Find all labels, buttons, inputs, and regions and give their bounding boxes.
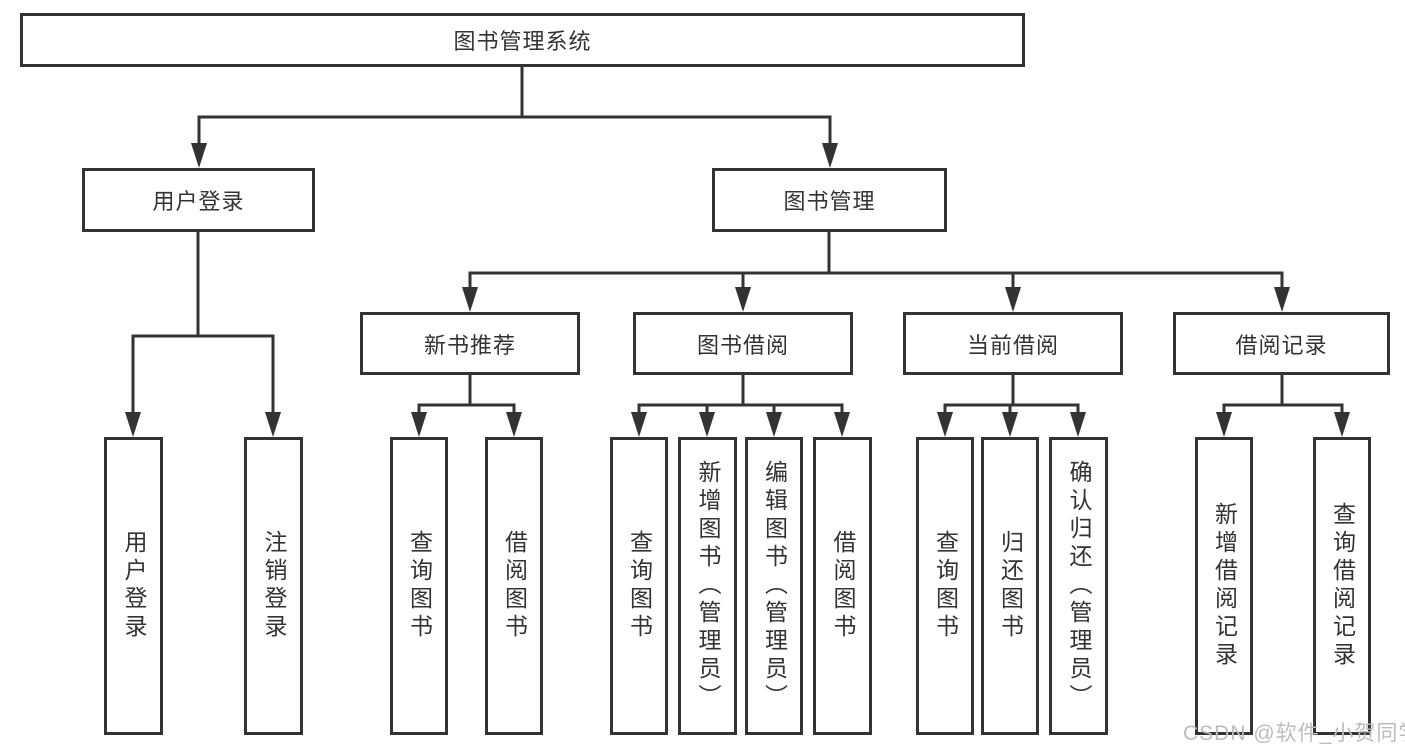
node-leaf-query-books-current: 查询图书: [916, 437, 974, 735]
leaf-label: 归还图书: [997, 530, 1024, 642]
leaf-label: 用户登录: [121, 530, 147, 642]
leaf-label: 查询图书: [932, 530, 959, 642]
node-leaf-borrow-books-recommend: 借阅图书: [485, 437, 543, 735]
node-root-label: 图书管理系统: [453, 29, 592, 54]
node-leaf-query-books-recommend: 查询图书: [390, 437, 448, 735]
leaf-label: 注销登录: [261, 530, 287, 642]
leaf-label: 确认归还（管理员）: [1066, 460, 1092, 712]
node-leaf-edit-books-admin: 编辑图书（管理员）: [745, 437, 803, 735]
node-leaf-confirm-return-admin: 确认归还（管理员）: [1049, 437, 1108, 735]
leaf-label: 查询借阅记录: [1329, 502, 1356, 670]
leaf-label: 新增借阅记录: [1211, 502, 1238, 670]
node-book-borrow-label: 图书借阅: [696, 332, 789, 358]
leaf-label: 查询图书: [406, 530, 433, 642]
node-new-book-recommend-label: 新书推荐: [423, 332, 516, 358]
node-leaf-query-books-borrow: 查询图书: [610, 437, 668, 735]
node-new-book-recommend: 新书推荐: [360, 312, 580, 375]
node-user-login: 用户登录: [82, 168, 315, 232]
node-book-management: 图书管理: [712, 168, 947, 232]
node-borrow-records-label: 借阅记录: [1235, 332, 1328, 358]
node-leaf-add-borrow-record: 新增借阅记录: [1195, 437, 1253, 735]
leaf-label: 借阅图书: [501, 530, 528, 642]
node-leaf-borrow-books: 借阅图书: [813, 437, 872, 735]
node-user-login-label: 用户登录: [152, 189, 245, 214]
node-borrow-records: 借阅记录: [1173, 312, 1390, 375]
leaf-label: 借阅图书: [830, 530, 856, 642]
node-leaf-logout: 注销登录: [244, 437, 303, 735]
leaf-label: 新增图书（管理员）: [695, 460, 721, 712]
arrowheads: [125, 143, 1350, 437]
leaf-label: 编辑图书（管理员）: [761, 460, 788, 712]
node-leaf-add-books-admin: 新增图书（管理员）: [678, 437, 737, 735]
node-root-system: 图书管理系统: [20, 13, 1025, 67]
leaf-label: 查询图书: [626, 530, 653, 642]
node-current-borrow-label: 当前借阅: [966, 332, 1059, 358]
csdn-watermark: CSDN @软件_小贺同学: [1183, 722, 1405, 745]
node-current-borrow: 当前借阅: [903, 312, 1123, 375]
node-leaf-query-borrow-record: 查询借阅记录: [1313, 437, 1371, 735]
node-book-management-label: 图书管理: [783, 189, 876, 214]
node-leaf-return-books: 归还图书: [981, 437, 1039, 735]
node-book-borrow: 图书借阅: [633, 312, 853, 375]
node-leaf-user-login: 用户登录: [104, 437, 163, 735]
